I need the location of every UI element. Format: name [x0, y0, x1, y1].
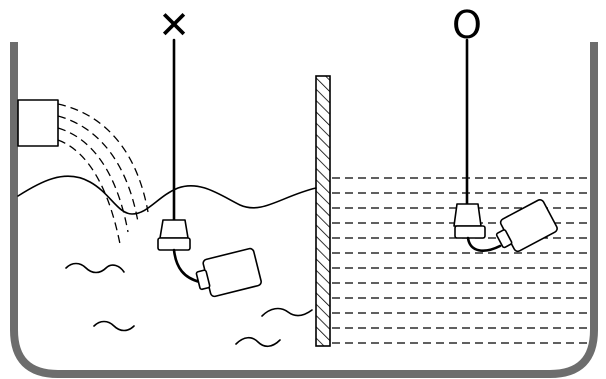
tank-outline [10, 42, 598, 378]
float-cap [195, 269, 211, 291]
left-compartment [17, 175, 317, 348]
float-cap [495, 229, 513, 249]
float-switch-incorrect [157, 38, 262, 298]
material-squiggle [261, 307, 313, 317]
incorrect-mark: ✕ [158, 3, 190, 47]
correct-mark: O [452, 3, 482, 47]
cable-weight-base [454, 225, 486, 239]
inlet-flow-lines [57, 103, 149, 245]
float-cable [466, 236, 502, 252]
cable-weight [159, 219, 189, 239]
float-switch-correct [453, 38, 558, 253]
material-squiggle [235, 336, 281, 348]
divider-wall [315, 75, 331, 347]
inlet-pipe [17, 99, 59, 147]
float-cable [172, 248, 202, 284]
material-surface-line [17, 175, 317, 215]
cable-weight [453, 203, 482, 227]
float-body [202, 247, 262, 298]
material-squiggle [93, 320, 135, 332]
material-squiggle [65, 262, 125, 274]
cable-weight-base [157, 237, 191, 251]
liquid-region [332, 177, 590, 344]
